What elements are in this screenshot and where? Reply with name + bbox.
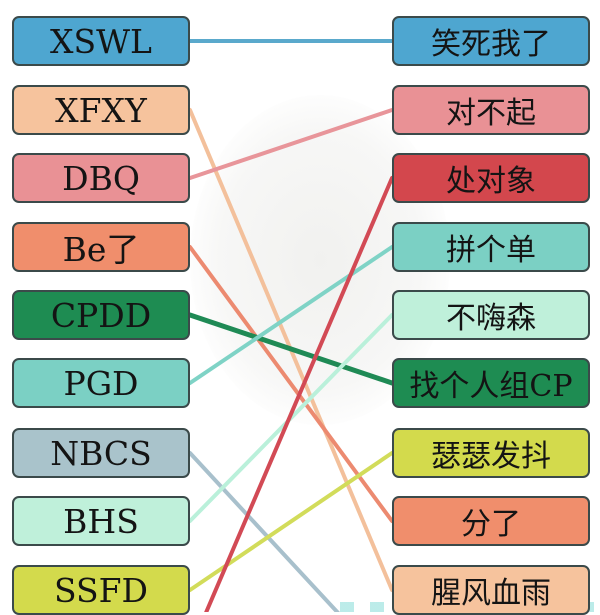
right-card-8[interactable]: 腥风血雨 [392,565,590,615]
right-card-2[interactable]: 处对象 [392,153,590,203]
left-card-5[interactable]: PGD [12,358,190,408]
card-label: SSFD [54,570,148,610]
right-card-3[interactable]: 拼个单 [392,222,590,272]
card-label: 瑟瑟发抖 [431,439,551,474]
left-card-8[interactable]: SSFD [12,565,190,615]
card-label: XFXY [55,90,147,130]
card-label: 不嗨森 [446,301,536,336]
card-label: 笑死我了 [431,27,551,62]
right-card-6[interactable]: 瑟瑟发抖 [392,428,590,478]
card-label: CPDD [50,295,152,335]
right-card-1[interactable]: 对不起 [392,85,590,135]
card-label: 腥风血雨 [431,576,551,611]
left-card-3[interactable]: Be了 [12,222,190,272]
card-label: BHS [63,501,139,541]
connection-line-4 [187,312,395,386]
right-card-0[interactable]: 笑死我了 [392,16,590,66]
connection-line-2 [188,108,394,180]
card-label: 分了 [461,507,521,542]
left-card-6[interactable]: NBCS [12,428,190,478]
card-label: 处对象 [446,164,536,199]
card-label: NBCS [50,433,152,473]
left-card-0[interactable]: XSWL [12,16,190,66]
card-label: PGD [63,363,139,403]
right-card-7[interactable]: 分了 [392,496,590,546]
connection-line-6 [188,451,340,612]
connection-line-9 [204,176,394,612]
card-label: 拼个单 [446,233,536,268]
card-label: 找个人组CP [409,369,573,404]
right-card-5[interactable]: 找个人组CP [392,358,590,408]
connection-line-3 [188,245,394,523]
left-card-1[interactable]: XFXY [12,85,190,135]
connection-line-5 [188,245,394,385]
right-card-4[interactable]: 不嗨森 [392,290,590,340]
card-label: XSWL [50,21,152,61]
card-label: Be了 [62,230,140,269]
card-label: 对不起 [446,96,536,131]
left-card-2[interactable]: DBQ [12,153,190,203]
left-card-4[interactable]: CPDD [12,290,190,340]
card-label: DBQ [62,158,140,198]
left-card-7[interactable]: BHS [12,496,190,546]
